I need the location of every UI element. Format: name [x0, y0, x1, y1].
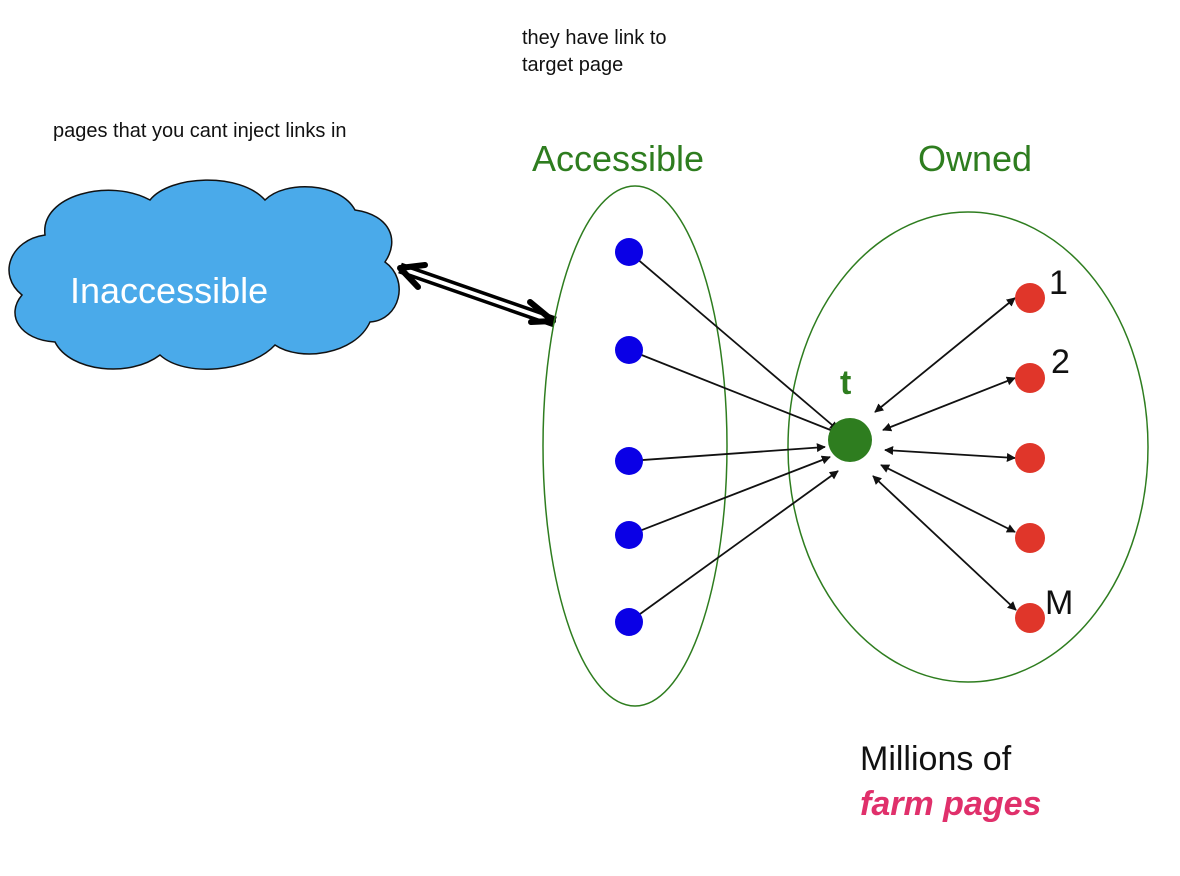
edge-accessible-3 [628, 443, 826, 462]
top-note-line-2: target page [522, 54, 623, 76]
edge-farm-2 [882, 376, 1016, 432]
farm-nodes [1015, 283, 1045, 633]
accessible-nodes [615, 238, 643, 636]
owned-set-outline [787, 211, 1149, 683]
accessible-node [615, 336, 643, 364]
farm-node [1015, 363, 1045, 393]
edge-accessible-4 [628, 455, 831, 536]
accessible-node [615, 238, 643, 266]
farm-label-1: 1 [1049, 264, 1068, 302]
edge-accessible-1 [628, 251, 839, 431]
target-node [828, 418, 872, 462]
edge-farm-5 [872, 475, 1017, 611]
accessible-node [615, 521, 643, 549]
accessible-title: Accessible [532, 138, 704, 179]
owned-title: Owned [918, 138, 1032, 179]
top-note-line-1: they have link to [522, 27, 667, 49]
edge-farm-3 [884, 446, 1016, 462]
accessible-to-target-edges [628, 251, 839, 623]
inaccessible-cloud: Inaccessible [8, 179, 400, 370]
farm-label-m: M [1045, 584, 1073, 622]
inaccessible-label: Inaccessible [70, 270, 268, 311]
caption-emphasis: farm pages [860, 785, 1041, 823]
accessible-set-outline [542, 185, 728, 707]
edge-farm-4 [880, 464, 1016, 533]
edge-farm-1 [874, 297, 1016, 413]
farm-node [1015, 523, 1045, 553]
left-note: pages that you cant inject links in [53, 120, 347, 142]
target-label: t [840, 364, 851, 402]
farm-node [1015, 603, 1045, 633]
cloud-accessible-double-arrow [397, 262, 557, 328]
farm-label-2: 2 [1051, 343, 1070, 381]
farm-node [1015, 283, 1045, 313]
target-farm-edges [872, 297, 1017, 611]
accessible-node [615, 447, 643, 475]
accessible-node [615, 608, 643, 636]
edge-accessible-5 [628, 470, 839, 623]
edge-accessible-2 [628, 349, 839, 435]
caption-line-1: Millions of [860, 740, 1012, 778]
cloud-shape [8, 179, 400, 370]
farm-node [1015, 443, 1045, 473]
